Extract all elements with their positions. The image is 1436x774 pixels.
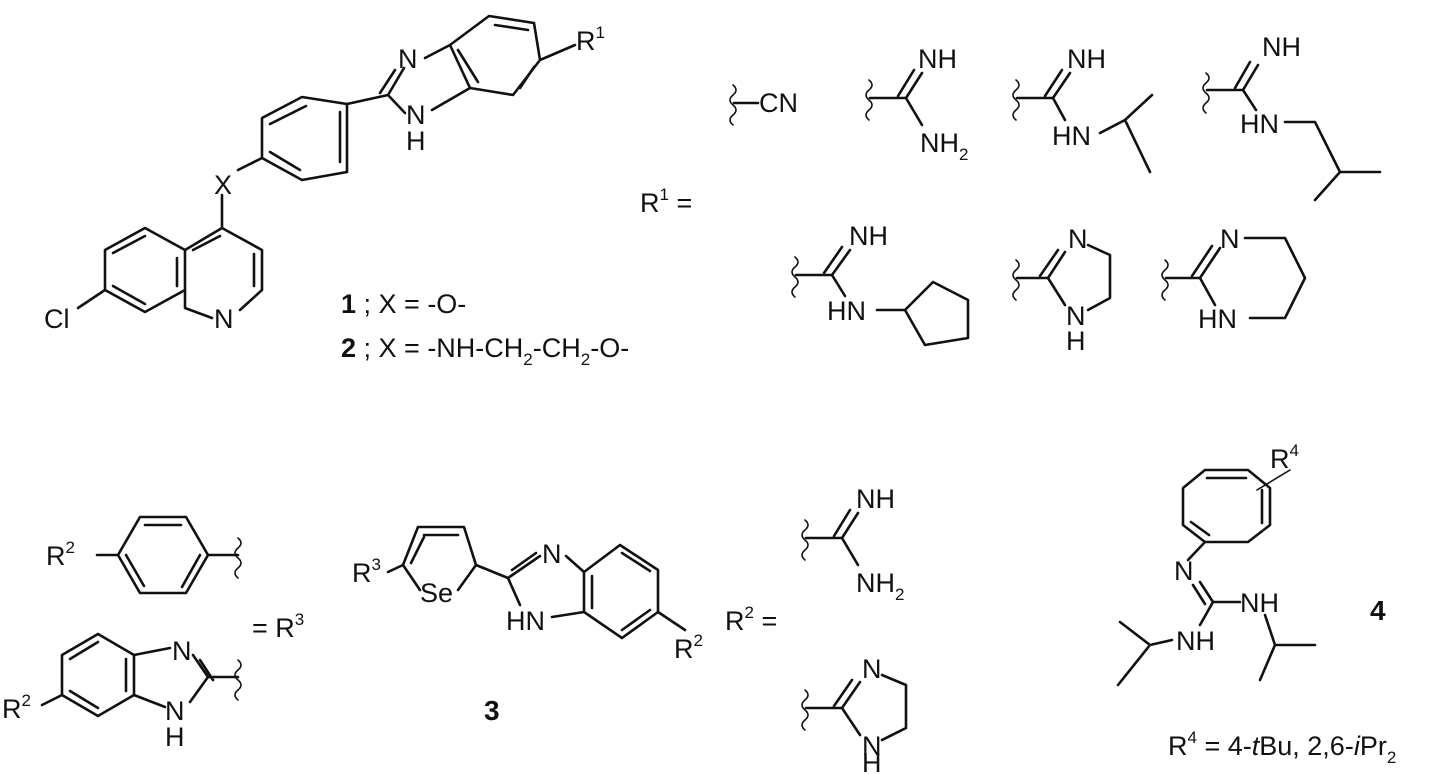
svg-text:HN: HN (1198, 304, 1237, 334)
svg-text:NH: NH (1067, 44, 1106, 74)
r2-equals-label: R2 = (725, 603, 777, 636)
equals-r3-label: = R3 (252, 610, 304, 643)
svg-text:Se: Se (420, 578, 453, 608)
r1-option-isobutyl-amidine: NH HN (1202, 32, 1382, 202)
compound-4-number: 4 (1370, 595, 1386, 626)
svg-text:CN: CN (759, 88, 798, 118)
r1-option-nitrile: CN (729, 84, 798, 126)
svg-text:NH: NH (1262, 32, 1301, 62)
atom-n-imidazole-nh: N (406, 100, 426, 130)
r3-option-benzimidazolyl: R2 N N H (2, 632, 242, 752)
r1-equals-label: R1 = (640, 185, 692, 218)
r1-option-tetrahydropyrimidine: N HN (1161, 224, 1307, 334)
svg-text:H: H (165, 722, 185, 752)
r4-definition: R4 = 4-tBu, 2,6-iPr2 (1168, 728, 1396, 767)
svg-text:R2: R2 (674, 631, 703, 664)
svg-text:NH: NH (856, 484, 895, 514)
compound-1-definition: 1 ; X = -O- (341, 289, 466, 319)
svg-text:H: H (862, 748, 882, 774)
svg-text:HN: HN (827, 296, 866, 326)
svg-text:N: N (1220, 224, 1240, 254)
compound-3-number: 3 (484, 695, 500, 726)
r2-option-imidazoline: N N H (801, 654, 908, 774)
svg-text:N: N (172, 636, 192, 666)
r1-option-isopropyl-amidine: NH HN (1012, 44, 1154, 174)
r1-substituent-label: R1 (576, 23, 605, 56)
compound-2-definition: 2 ; X = -NH-CH2-CH2-O- (341, 333, 629, 369)
svg-text:N: N (1174, 556, 1194, 586)
svg-text:R3: R3 (352, 555, 381, 588)
svg-text:NH2: NH2 (920, 128, 968, 164)
svg-text:R4: R4 (1270, 441, 1299, 474)
r2-option-amidine: NH NH2 (801, 484, 904, 604)
svg-text:HN: HN (1052, 121, 1091, 151)
svg-text:NH: NH (1240, 588, 1279, 618)
svg-text:N: N (1068, 224, 1088, 254)
svg-text:N: N (1066, 301, 1086, 331)
svg-text:N: N (542, 539, 562, 569)
svg-text:H: H (1066, 326, 1086, 356)
r1-option-amidine: NH NH2 (865, 44, 968, 164)
r1-option-cyclopentyl-amidine: NH HN (791, 221, 970, 347)
compound-1-2-structure (76, 14, 577, 320)
svg-text:NH2: NH2 (856, 568, 904, 604)
r3-option-phenyl: R2 (46, 515, 242, 595)
svg-text:HN: HN (1240, 109, 1279, 139)
svg-text:N: N (165, 696, 185, 726)
svg-text:N: N (862, 654, 882, 684)
compound-3-structure: R3 Se N HN R2 (352, 525, 703, 664)
atom-cl: Cl (44, 304, 70, 334)
svg-text:R2: R2 (46, 538, 75, 571)
svg-text:HN: HN (506, 606, 545, 636)
svg-text:R2: R2 (2, 691, 31, 724)
atom-n-quinoline: N (214, 304, 234, 334)
svg-text:NH: NH (1176, 626, 1215, 656)
svg-text:NH: NH (918, 44, 957, 74)
atom-h-imidazole: H (406, 126, 426, 156)
compound-4-structure: N NH NH R4 (1116, 441, 1317, 687)
svg-text:NH: NH (849, 221, 888, 251)
r1-option-imidazoline: N N H (1012, 224, 1112, 356)
atom-x-linker: X (214, 170, 232, 200)
svg-text:N: N (862, 731, 882, 761)
atom-n-imidazole: N (398, 44, 418, 74)
